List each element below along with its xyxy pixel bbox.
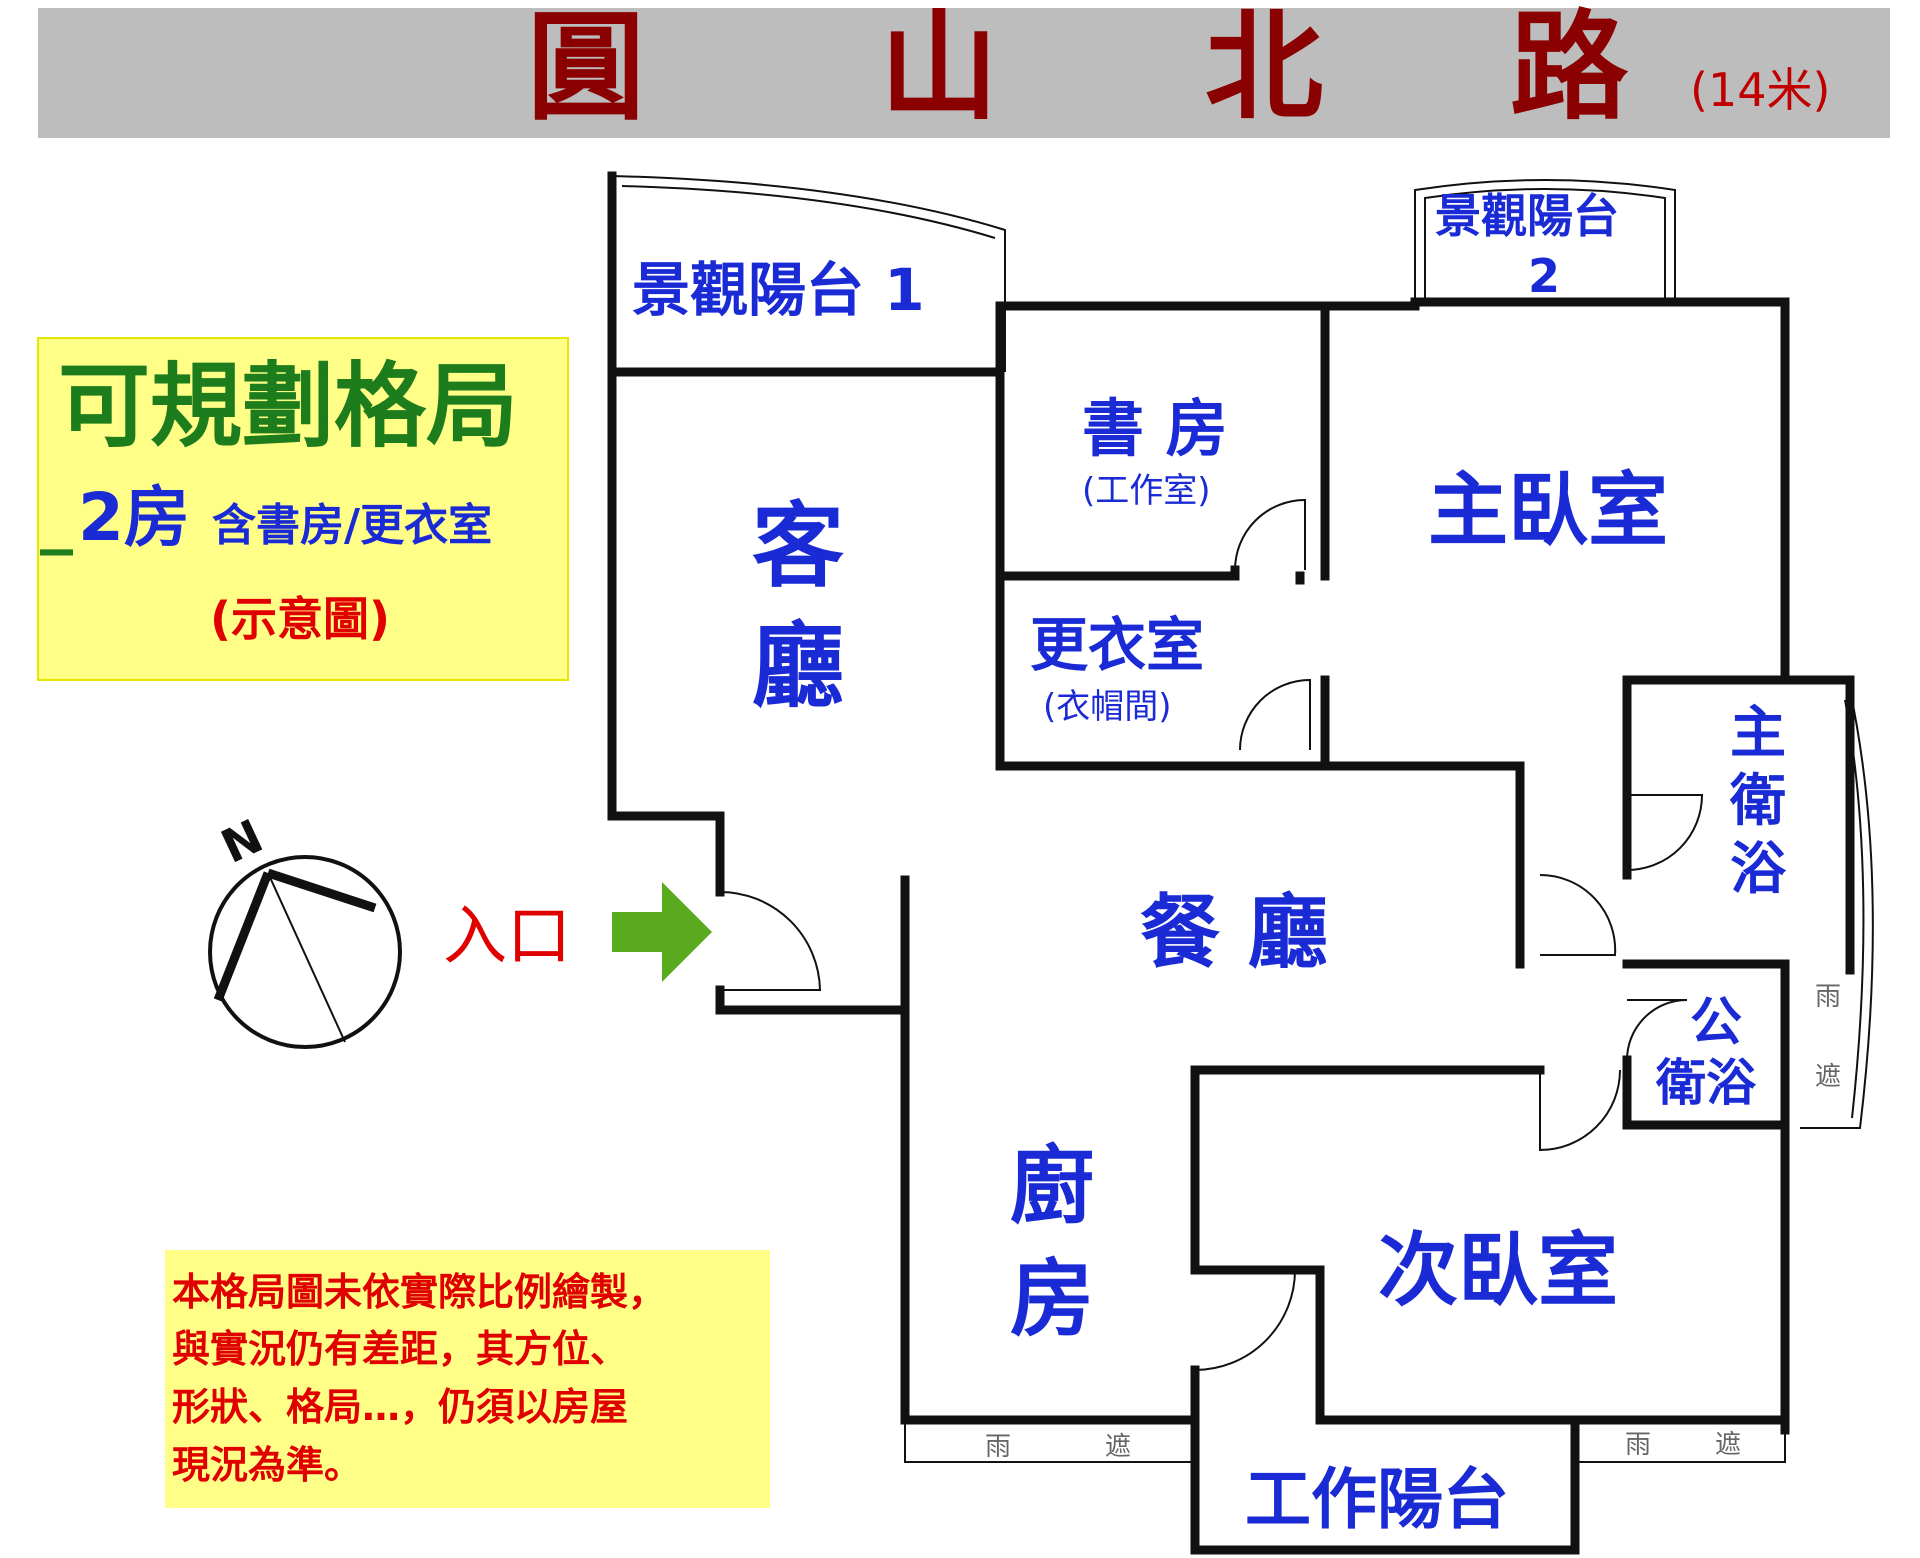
compass-north-label: N — [213, 809, 271, 874]
rain-canopy-label-2a: 雨 — [1625, 1430, 1651, 1460]
legend-rooms-num: 2房 — [78, 479, 190, 556]
room-balcony-2-line1: 景觀陽台 — [1435, 189, 1619, 243]
street-header: 圓 山 北 路 (14米) — [38, 0, 1890, 138]
rain-canopy-label-3a: 雨 — [1815, 982, 1841, 1012]
street-char-1: 圓 — [527, 0, 645, 136]
doors — [719, 498, 1704, 1371]
room-second-bedroom: 次臥室 — [1378, 1224, 1618, 1317]
room-living-1: 客 — [752, 493, 844, 600]
room-dining: 餐 廳 — [1140, 886, 1328, 979]
entrance-label: 入口 — [443, 900, 571, 974]
disclaimer-box: 本格局圖未依實際比例繪製， 與實況仍有差距，其方位、 形狀、格局…，仍須以房屋 … — [165, 1250, 770, 1508]
disclaimer-line-2: 與實況仍有差距，其方位、 — [172, 1327, 628, 1371]
disclaimer-line-1: 本格局圖未依實際比例繪製， — [172, 1270, 666, 1314]
room-kitchen-1: 廚 — [1010, 1137, 1094, 1235]
room-public-bath-2: 衛浴 — [1655, 1054, 1757, 1112]
room-kitchen-2: 房 — [1010, 1250, 1094, 1348]
rain-canopy-label-1b: 遮 — [1105, 1432, 1131, 1462]
rain-canopy-label-1a: 雨 — [985, 1432, 1011, 1462]
room-study-sub: (工作室) — [1082, 471, 1211, 511]
compass: N — [208, 809, 402, 1049]
room-living-2: 廳 — [752, 613, 844, 720]
legend-note: (示意圖) — [210, 592, 390, 646]
legend-rooms-detail: 含書房/更衣室 — [212, 500, 492, 551]
room-balcony-1: 景觀陽台 1 — [632, 256, 925, 324]
room-closet: 更衣室 — [1030, 611, 1204, 679]
room-closet-sub: (衣帽間) — [1043, 687, 1172, 727]
room-master-bath-2: 衛 — [1729, 769, 1786, 834]
street-char-2: 山 — [880, 0, 998, 136]
walls — [607, 171, 1874, 1555]
legend-prefix: _ — [40, 479, 73, 556]
room-labels: 景觀陽台 1 景觀陽台 2 書 房 (工作室) 更衣室 (衣帽間) 主臥室 客 … — [632, 189, 1841, 1538]
room-master-bath-1: 主 — [1730, 701, 1786, 766]
street-char-4: 路 — [1510, 0, 1629, 136]
entrance-marker: 入口 — [443, 882, 712, 982]
room-master-bath-3: 浴 — [1730, 837, 1787, 902]
rain-canopy-label-2b: 遮 — [1715, 1430, 1741, 1460]
street-width: (14米) — [1690, 63, 1830, 117]
room-master-bedroom: 主臥室 — [1428, 464, 1668, 557]
room-study: 書 房 — [1082, 392, 1228, 465]
room-public-bath-1: 公 — [1690, 993, 1742, 1053]
layout-legend: 可規劃格局 _ 2房 含書房/更衣室 (示意圖) — [37, 337, 569, 681]
room-balcony-2-line2: 2 — [1528, 249, 1560, 303]
legend-title: 可規劃格局 — [58, 353, 518, 460]
disclaimer-line-3: 形狀、格局…，仍須以房屋 — [172, 1385, 628, 1429]
street-char-3: 北 — [1205, 0, 1323, 136]
rain-canopy-label-3b: 遮 — [1815, 1062, 1841, 1092]
entrance-arrow-icon — [612, 882, 712, 982]
disclaimer-line-4: 現況為準。 — [172, 1443, 362, 1487]
room-work-balcony: 工作陽台 — [1245, 1461, 1509, 1538]
